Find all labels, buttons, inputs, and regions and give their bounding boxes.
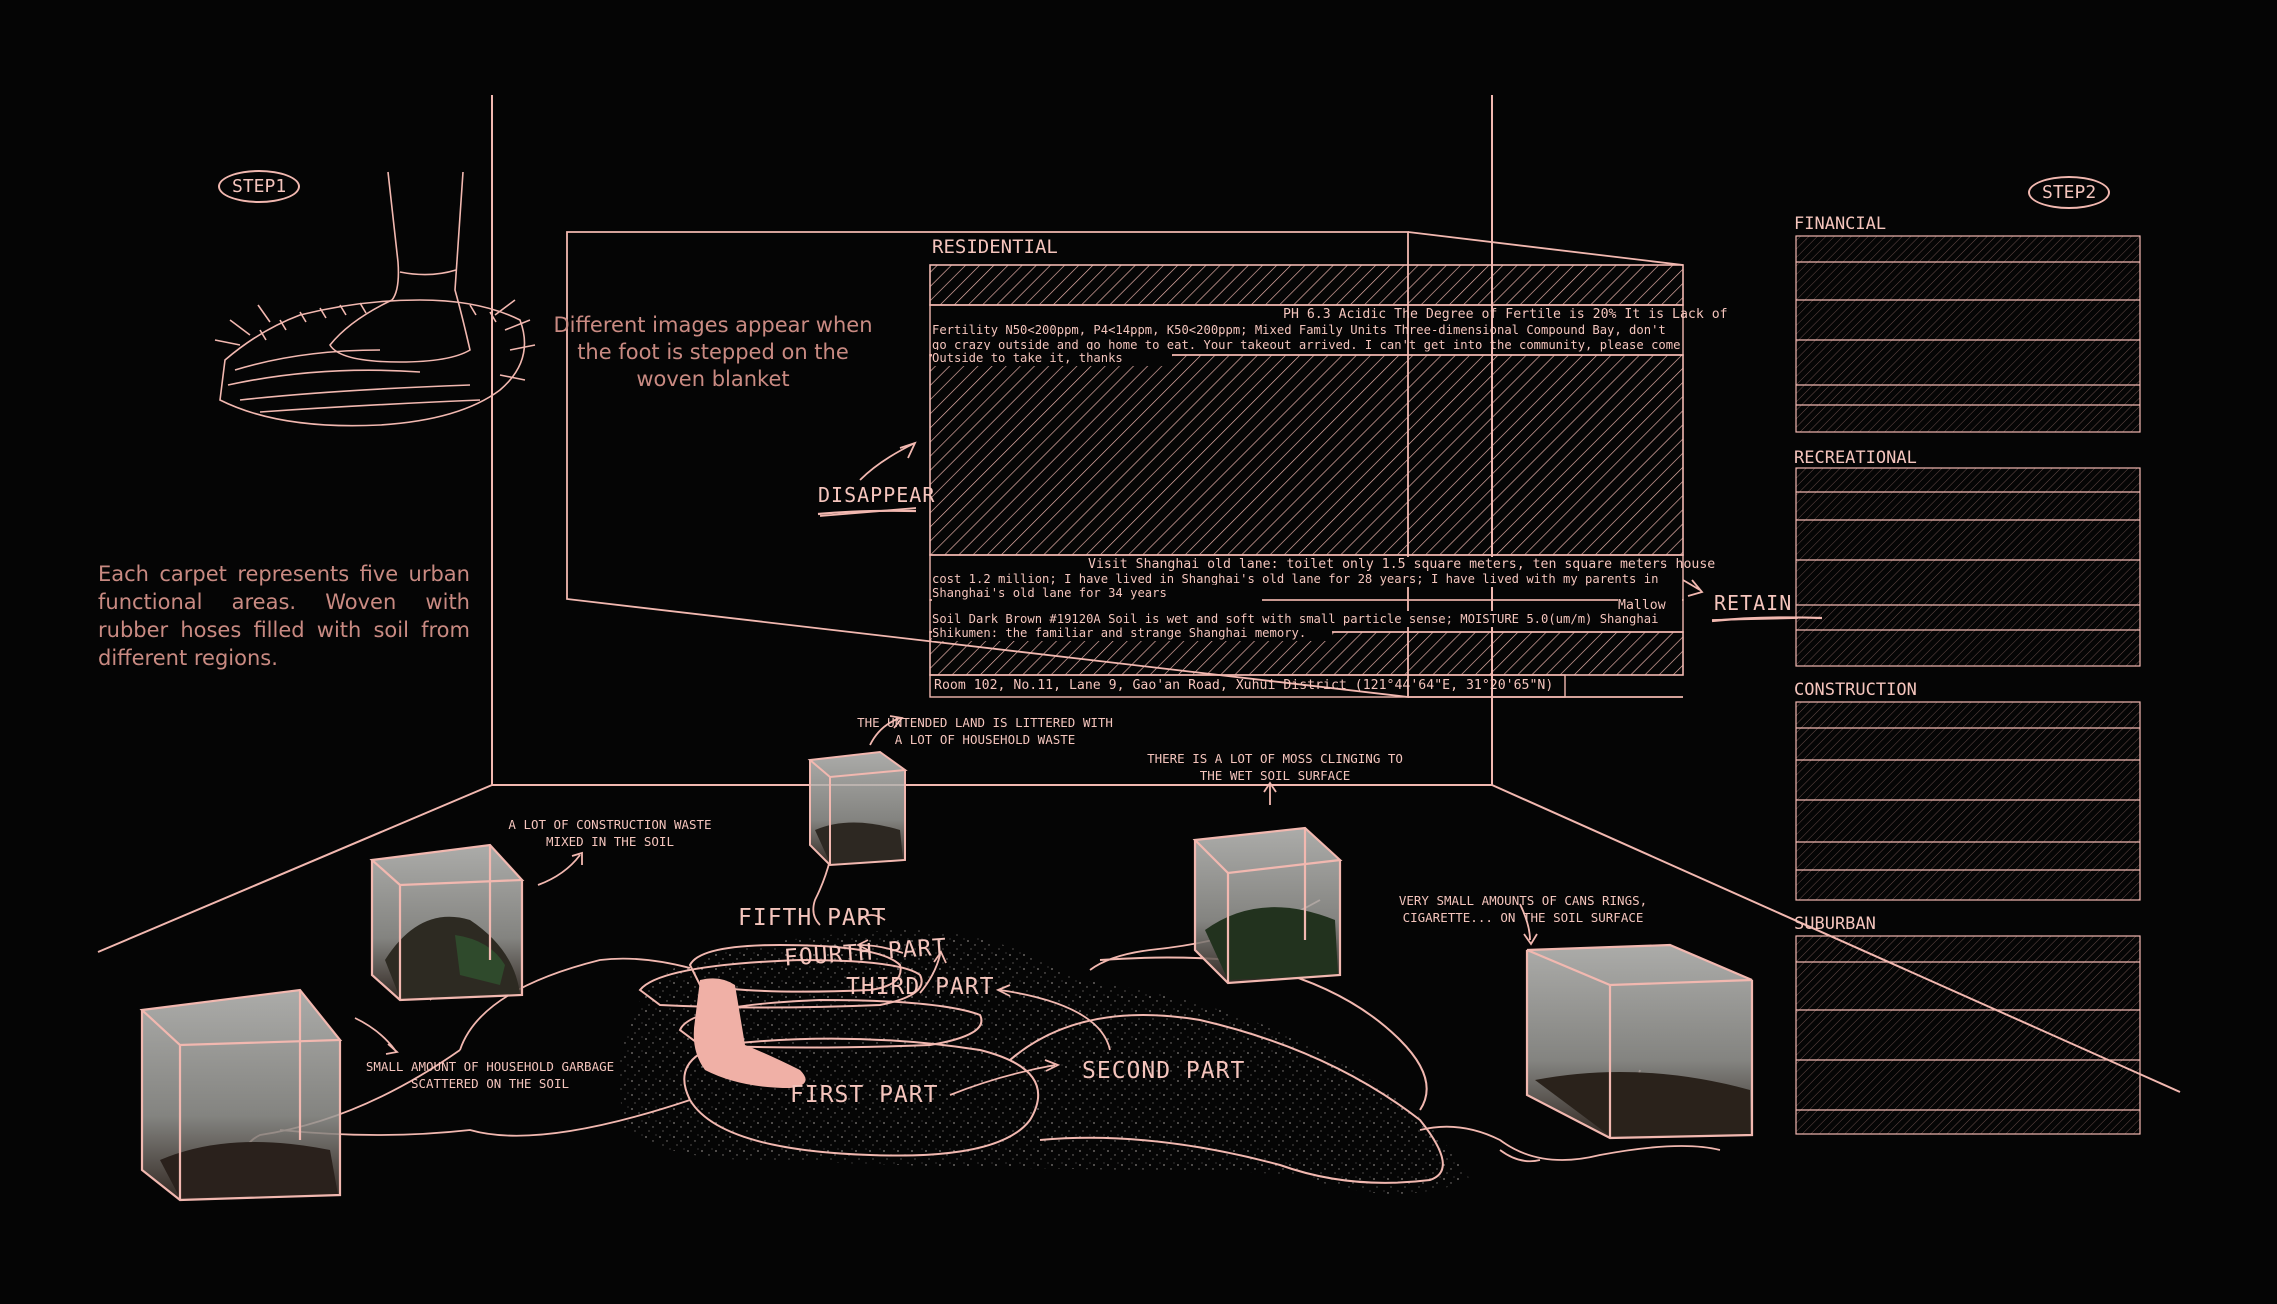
residential-line: Shanghai's old lane for 34 years [932, 585, 1262, 601]
woven-blanket [619, 930, 1470, 1194]
cans-note: VERY SMALL AMOUNTS OF CANS RINGS, CIGARE… [1398, 893, 1648, 925]
construction-waste-note: A LOT OF CONSTRUCTION WASTE MIXED IN THE… [508, 817, 712, 849]
residential-line: Mallow [1618, 598, 1682, 614]
residential-board [929, 264, 1684, 698]
residential-line: Visit Shanghai old lane: toilet only 1.5… [1088, 557, 1716, 573]
suburban-title: SUBURBAN [1794, 914, 1876, 934]
residential-line: cost 1.2 million; I have lived in Shangh… [932, 571, 1682, 587]
residential-line: Shikumen: the familiar and strange Shang… [932, 625, 1332, 641]
third-part-label: THIRD PART [846, 974, 995, 1000]
retain-label: RETAIN [1714, 591, 1793, 615]
soil-box-4 [1192, 826, 1343, 985]
residential-line: Outside to take it, thanks [932, 350, 1172, 366]
first-part-label: FIRST PART [790, 1082, 939, 1108]
foot-step-note: Different images appear when the foot is… [553, 313, 873, 391]
recreational-title: RECREATIONAL [1794, 448, 1917, 468]
bare-foot [693, 978, 806, 1088]
soil-box-1 [139, 988, 343, 1202]
residential-line: go crazy outside and go home to eat. You… [932, 338, 1681, 352]
construction-title: CONSTRUCTION [1794, 680, 1917, 700]
intro-description: Each carpet represents five urban functi… [98, 562, 470, 670]
second-part-label: SECOND PART [1082, 1058, 1246, 1084]
side-panel-suburban [1795, 935, 2141, 1135]
residential-line: Soil Dark Brown #19120A Soil is wet and … [932, 611, 1682, 627]
residential-line: PH 6.3 Acidic The Degree of Fertile is 2… [1283, 307, 1728, 322]
soil-box-5 [1525, 943, 1754, 1140]
residential-line: Fertility N50<200ppm, P4<14ppm, K50<200p… [932, 323, 1666, 337]
soil-box-3 [807, 750, 908, 867]
label-underlines [817, 509, 1823, 623]
garbage-note: SMALL AMOUNT OF HOUSEHOLD GARBAGE SCATTE… [365, 1059, 615, 1091]
disappear-label: DISAPPEAR [818, 483, 936, 507]
residential-title: RESIDENTIAL [932, 236, 1058, 258]
soil-box-2 [369, 843, 525, 1002]
foot-on-mat-sketch [214, 171, 536, 427]
moss-note: THERE IS A LOT OF MOSS CLINGING TO THE W… [1147, 751, 1403, 783]
fifth-part-label: FIFTH PART [738, 905, 887, 931]
household-waste-note: THE UNTENDED LAND IS LITTERED WITH A LOT… [857, 715, 1113, 747]
side-panel-recreational [1795, 467, 2141, 667]
side-panel-construction [1795, 701, 2141, 901]
step-1-badge: STEP1 [218, 170, 301, 203]
side-panel-financial [1795, 235, 2141, 433]
residential-address: Room 102, No.11, Lane 9, Gao'an Road, Xu… [934, 678, 1554, 693]
step-2-badge: STEP2 [2028, 176, 2111, 209]
financial-title: FINANCIAL [1794, 214, 1887, 234]
